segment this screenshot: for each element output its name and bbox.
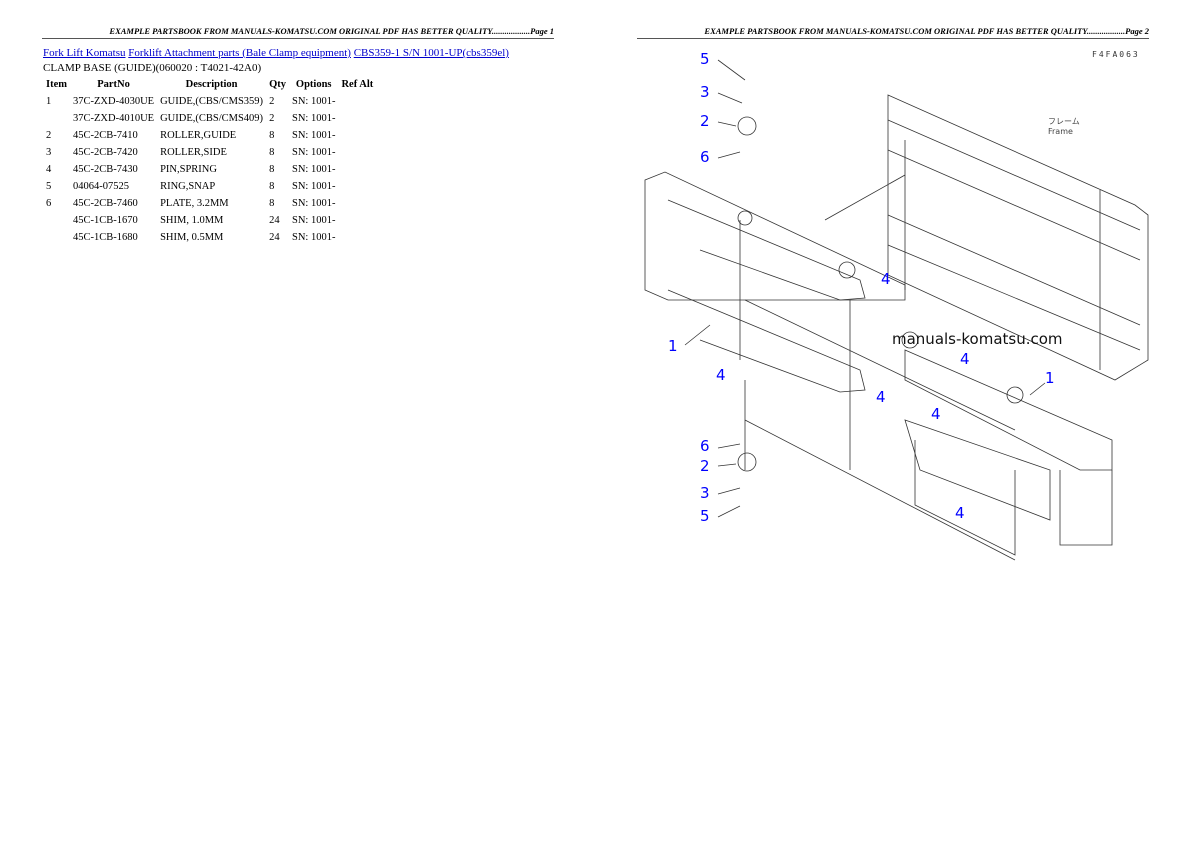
table-cell: 2 [269,113,275,124]
table-cell: 2 [269,96,275,107]
table-cell: RING,SNAP [160,181,216,192]
table-cell: SN: 1001- [291,147,336,158]
parts-table: Item PartNo Description Qty Options Ref Alt 1 3… [43,76,376,246]
table-cell: SN: 1001- [291,130,336,141]
table-cell [338,110,376,127]
table-cell [43,212,70,229]
table-cell: 24 [269,232,280,243]
callout-1: 1 [668,337,678,355]
callout-5: 5 [700,50,710,68]
table-row: 5 04064-07525 RING,SNAP 8 SN: 1001- [43,178,376,195]
column-header: Item [46,79,67,90]
diagram-code: F4FA063 [1092,50,1140,59]
callout-2: 2 [700,112,710,130]
table-row: 45C-1CB-1670 SHIM, 1.0MM 24 SN: 1001- [43,212,376,229]
table-row: 45C-1CB-1680 SHIM, 0.5MM 24 SN: 1001- [43,229,376,246]
table-cell: SHIM, 0.5MM [160,232,224,243]
table-cell [43,229,70,246]
breadcrumb: Fork Lift Komatsu Forklift Attachment pa… [43,46,513,60]
breadcrumb-link-model[interactable]: CBS359-1 S/N 1001-UP(cbs359el) [353,47,509,59]
table-cell [338,229,376,246]
parts-list-section: Fork Lift Komatsu Forklift Attachment pa… [43,46,543,246]
column-header: Description [185,79,238,90]
parts-diagram [644,59,1149,561]
callout-4: 4 [881,270,891,288]
table-cell: GUIDE,(CBS/CMS359) [160,96,264,107]
table-cell [338,127,376,144]
table-cell: SN: 1001- [291,198,336,209]
table-cell: 8 [269,198,275,209]
watermark: manuals-komatsu.com [892,330,1063,348]
table-cell: 45C-2CB-7420 [73,147,138,158]
table-cell: PIN,SPRING [160,164,217,175]
page-header: EXAMPLE PARTSBOOK FROM MANUALS-KOMATSU.C… [42,26,554,39]
table-cell: 4 [46,164,52,175]
table-cell: SN: 1001- [291,113,336,124]
table-row: 4 45C-2CB-7430 PIN,SPRING 8 SN: 1001- [43,161,376,178]
table-cell: 45C-1CB-1670 [73,215,138,226]
table-cell: SN: 1001- [291,96,336,107]
callout-3: 3 [700,484,710,502]
column-header: PartNo [97,79,130,90]
table-cell [43,110,70,127]
table-row: 2 45C-2CB-7410 ROLLER,GUIDE 8 SN: 1001- [43,127,376,144]
callout-4: 4 [876,388,886,406]
breadcrumb-link-attachment[interactable]: Forklift Attachment parts (Bale Clamp eq… [128,47,351,59]
table-cell: SN: 1001- [291,164,336,175]
table-cell: SHIM, 1.0MM [160,215,224,226]
table-cell: SN: 1001- [291,232,336,243]
table-cell: 24 [269,215,280,226]
callout-4: 4 [955,504,965,522]
table-cell: SN: 1001- [291,181,336,192]
table-row: 37C-ZXD-4010UE GUIDE,(CBS/CMS409) 2 SN: 100… [43,110,376,127]
table-cell: 45C-2CB-7460 [73,198,138,209]
table-cell: 1 [46,96,52,107]
table-cell: PLATE, 3.2MM [160,198,229,209]
callout-6: 6 [700,437,710,455]
table-cell: 6 [46,198,52,209]
table-cell: ROLLER,SIDE [160,147,227,158]
table-cell: 45C-1CB-1680 [73,232,138,243]
table-cell: ROLLER,GUIDE [160,130,237,141]
table-cell [338,161,376,178]
table-cell: GUIDE,(CBS/CMS409) [160,113,264,124]
table-cell [338,144,376,161]
table-cell [338,178,376,195]
table-cell: 45C-2CB-7430 [73,164,138,175]
table-row: 6 45C-2CB-7460 PLATE, 3.2MM 8 SN: 1001- [43,195,376,212]
callout-1: 1 [1045,369,1055,387]
column-header: Qty [269,79,286,90]
frame-label: フレーム Frame [1048,117,1080,136]
section-title: CLAMP BASE (GUIDE)(060020 : T4021-42A0) [43,62,262,74]
page-header-2: EXAMPLE PARTSBOOK FROM MANUALS-KOMATSU.C… [637,26,1149,39]
breadcrumb-link-fork-lift[interactable]: Fork Lift Komatsu [43,47,126,59]
table-row: 3 45C-2CB-7420 ROLLER,SIDE 8 SN: 1001- [43,144,376,161]
column-header: Options [295,79,332,90]
table-cell: 37C-ZXD-4030UE [73,96,155,107]
table-cell [338,195,376,212]
callout-6: 6 [700,148,710,166]
table-cell: 3 [46,147,52,158]
table-cell: 8 [269,181,275,192]
callout-5: 5 [700,507,710,525]
callout-4: 4 [716,366,726,384]
table-cell [338,212,376,229]
table-cell [338,93,376,110]
table-cell: 45C-2CB-7410 [73,130,138,141]
callout-4: 4 [931,405,941,423]
table-cell: 5 [46,181,52,192]
table-cell: 04064-07525 [73,181,129,192]
table-cell: 8 [269,164,275,175]
callout-3: 3 [700,83,710,101]
column-header: Ref Alt [341,79,374,90]
table-row: 1 37C-ZXD-4030UE GUIDE,(CBS/CMS359) 2 SN: 10… [43,93,376,110]
table-cell: SN: 1001- [291,215,336,226]
table-cell: 8 [269,130,275,141]
callout-4: 4 [960,350,970,368]
table-cell: 37C-ZXD-4010UE [73,113,155,124]
callout-2: 2 [700,457,710,475]
table-cell: 2 [46,130,52,141]
table-cell: 8 [269,147,275,158]
